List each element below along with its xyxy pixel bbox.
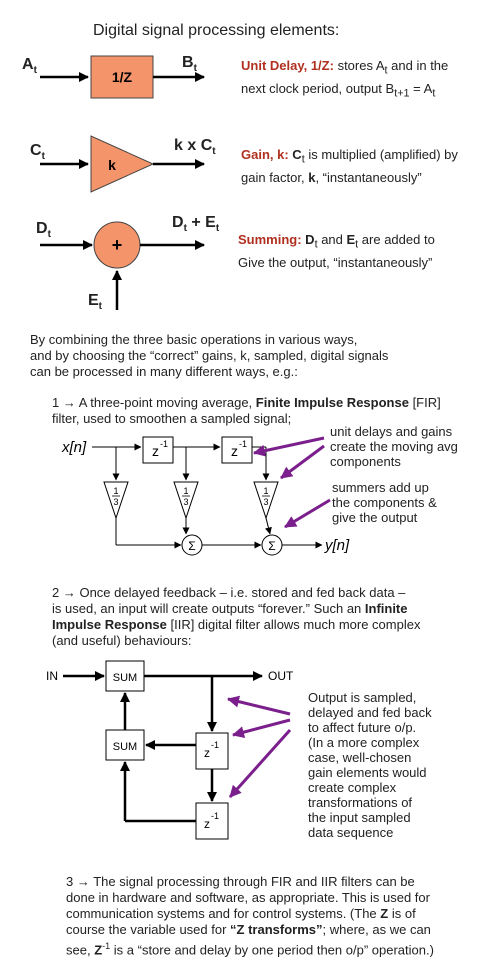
iir-annotation-arrow-3 (228, 728, 292, 799)
unit-delay-description: Unit Delay, 1/Z: stores At and in the ne… (241, 58, 449, 100)
iir-sum-label-1: SUM (113, 672, 137, 684)
conclusion-paragraph: 3 → The signal processing through FIR an… (66, 874, 434, 958)
iir-sum-label-2: SUM (113, 741, 137, 753)
unit-delay-block (90, 55, 154, 99)
fir-gain-den-1: 3 (113, 497, 118, 507)
unit-delay-block-label: 1/Z (112, 69, 133, 85)
fir-output-label: y[n] (324, 537, 350, 554)
fir-gain-den-2: 3 (183, 497, 188, 507)
iir-sum-block-2 (105, 729, 145, 761)
unit-delay-element: 1/Z (40, 55, 205, 99)
iir-paragraph: 2 → Once delayed feedback – i.e. stored … (52, 585, 421, 648)
fir-gain-3 (253, 481, 279, 520)
iir-delay-block-2 (195, 802, 229, 840)
iir-annotation-arrow-1 (227, 695, 291, 716)
iir-in-label: IN (46, 669, 58, 683)
fir-annotation-arrow-3 (284, 498, 331, 529)
fir-delay-exp-2: -1 (239, 439, 247, 449)
fir-gain-1 (103, 481, 129, 520)
unit-delay-output-label: Bt (182, 54, 197, 74)
iir-annotation-arrow-2 (232, 718, 291, 739)
sum-output-label: Dt + Et (172, 214, 220, 234)
iir-diagram: IN SUM OUT z -1 SUM z -1 (46, 660, 294, 840)
fir-gain-den-3: 3 (263, 497, 268, 507)
iir-delay-exp-1: -1 (211, 740, 219, 750)
gain-description: Gain, k: Ct is multiplied (amplified) by… (241, 147, 458, 185)
sum-block-label: + (112, 235, 123, 255)
fir-gain-num-2: 1 (183, 486, 188, 496)
iir-out-label: OUT (268, 669, 294, 683)
intro-line: and by choosing the “correct” gains, k, … (30, 348, 389, 363)
fir-heading: 1 → A three-point moving average, Finite… (52, 395, 441, 426)
fir-delay-block-1 (142, 436, 174, 464)
iir-delay-label-2: z (204, 817, 210, 831)
fir-diagram: x[n] z -1 z -1 1 3 1 3 1 3 Σ Σ y[n] (61, 436, 350, 556)
iir-delay-label-1: z (204, 746, 210, 760)
fir-delay-exp-1: -1 (160, 439, 168, 449)
intro-line: By combining the three basic operations … (30, 332, 358, 347)
fir-wire (265, 517, 272, 535)
sum-input2-label: Et (88, 292, 103, 312)
fir-summer-symbol-1: Σ (188, 539, 195, 553)
gain-output-label: k x Ct (174, 137, 216, 157)
gain-block-label: k (108, 157, 116, 173)
fir-delay-label-1: z (152, 443, 159, 459)
intro-paragraph: By combining the three basic operations … (30, 332, 388, 380)
iir-delay-block-1 (195, 732, 229, 770)
fir-summer-symbol-2: Σ (268, 539, 275, 553)
iir-delay-exp-2: -1 (211, 811, 219, 821)
intro-line: can be processed in many different ways,… (30, 364, 298, 379)
page-title: Digital signal processing elements: (93, 22, 340, 39)
fir-gain-num-1: 1 (113, 486, 118, 496)
fir-gain-2 (173, 481, 199, 520)
unit-delay-input-label: At (22, 56, 37, 76)
gain-element: k (40, 135, 205, 193)
gain-input-label: Ct (30, 142, 45, 162)
fir-input-label: x[n] (61, 439, 87, 456)
fir-delay-label-2: z (231, 443, 238, 459)
summing-element: + (40, 221, 205, 310)
sum-input1-label: Dt (36, 220, 51, 240)
fir-annotation-arrow-1 (253, 436, 325, 457)
fir-annotation-arrow-2 (280, 444, 325, 480)
fir-delay-block-2 (221, 436, 253, 464)
sum-description: Summing: Dt and Et are added to Give the… (238, 232, 435, 270)
gain-triangle (90, 135, 155, 193)
fir-gain-num-3: 1 (263, 486, 268, 496)
